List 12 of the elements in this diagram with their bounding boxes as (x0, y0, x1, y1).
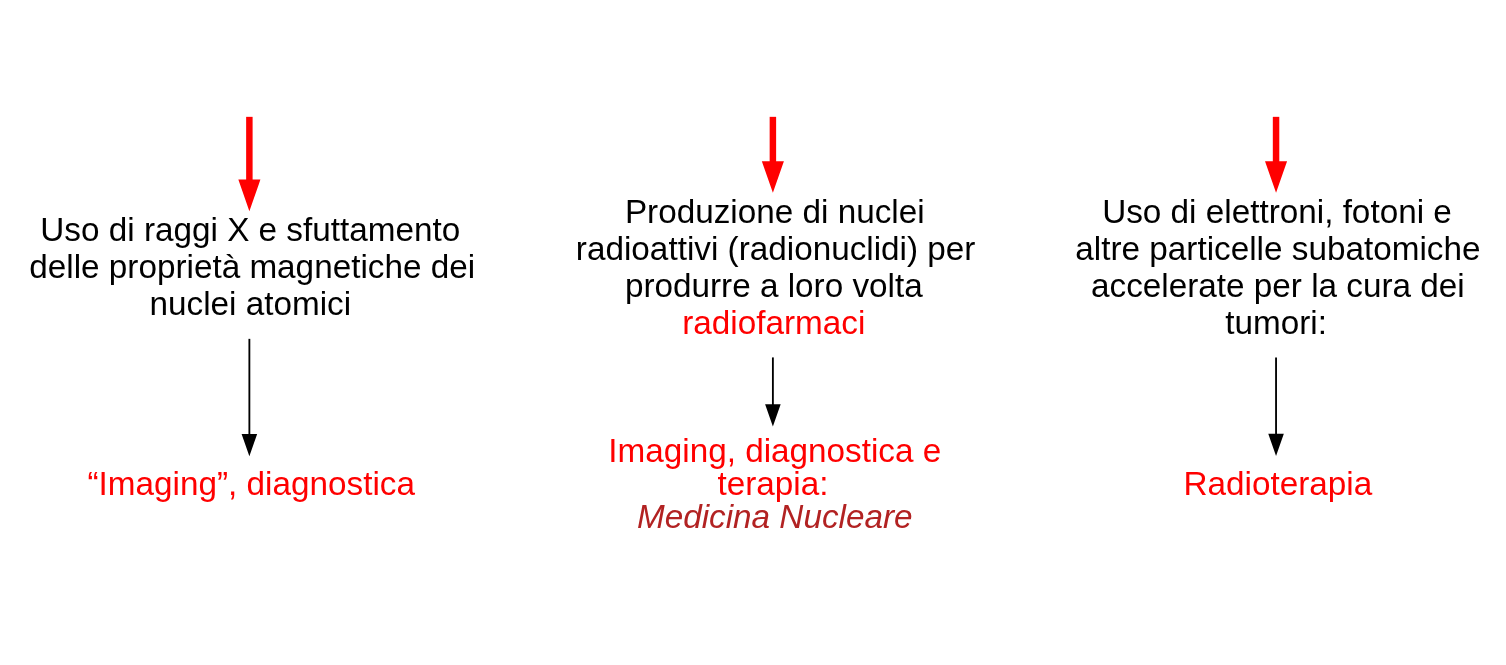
arrow (1268, 356, 1284, 456)
node-text: Uso di raggi X e sfuttamento delle proprietà magnetiche dei nuclei atomici (29, 211, 476, 323)
arrow (765, 356, 781, 427)
arrow (241, 337, 258, 457)
node-text: “Imaging”, diagnostica (87, 464, 415, 502)
node-text: Imaging, diagnostica e terapia: Medicina Nucleare (608, 431, 942, 536)
arrow (238, 116, 261, 212)
arrow (1265, 116, 1288, 193)
node-text: Uso di elettroni, fotoni e altre particelle subatomiche accelerate per la cura dei tumori: (1075, 192, 1481, 341)
node-text: Radioterapia (1183, 464, 1373, 502)
node-text: Produzione di nuclei radioattivi (radionuclidi) per produrre a loro volta radiofarmaci (575, 192, 976, 341)
arrow (761, 116, 784, 193)
